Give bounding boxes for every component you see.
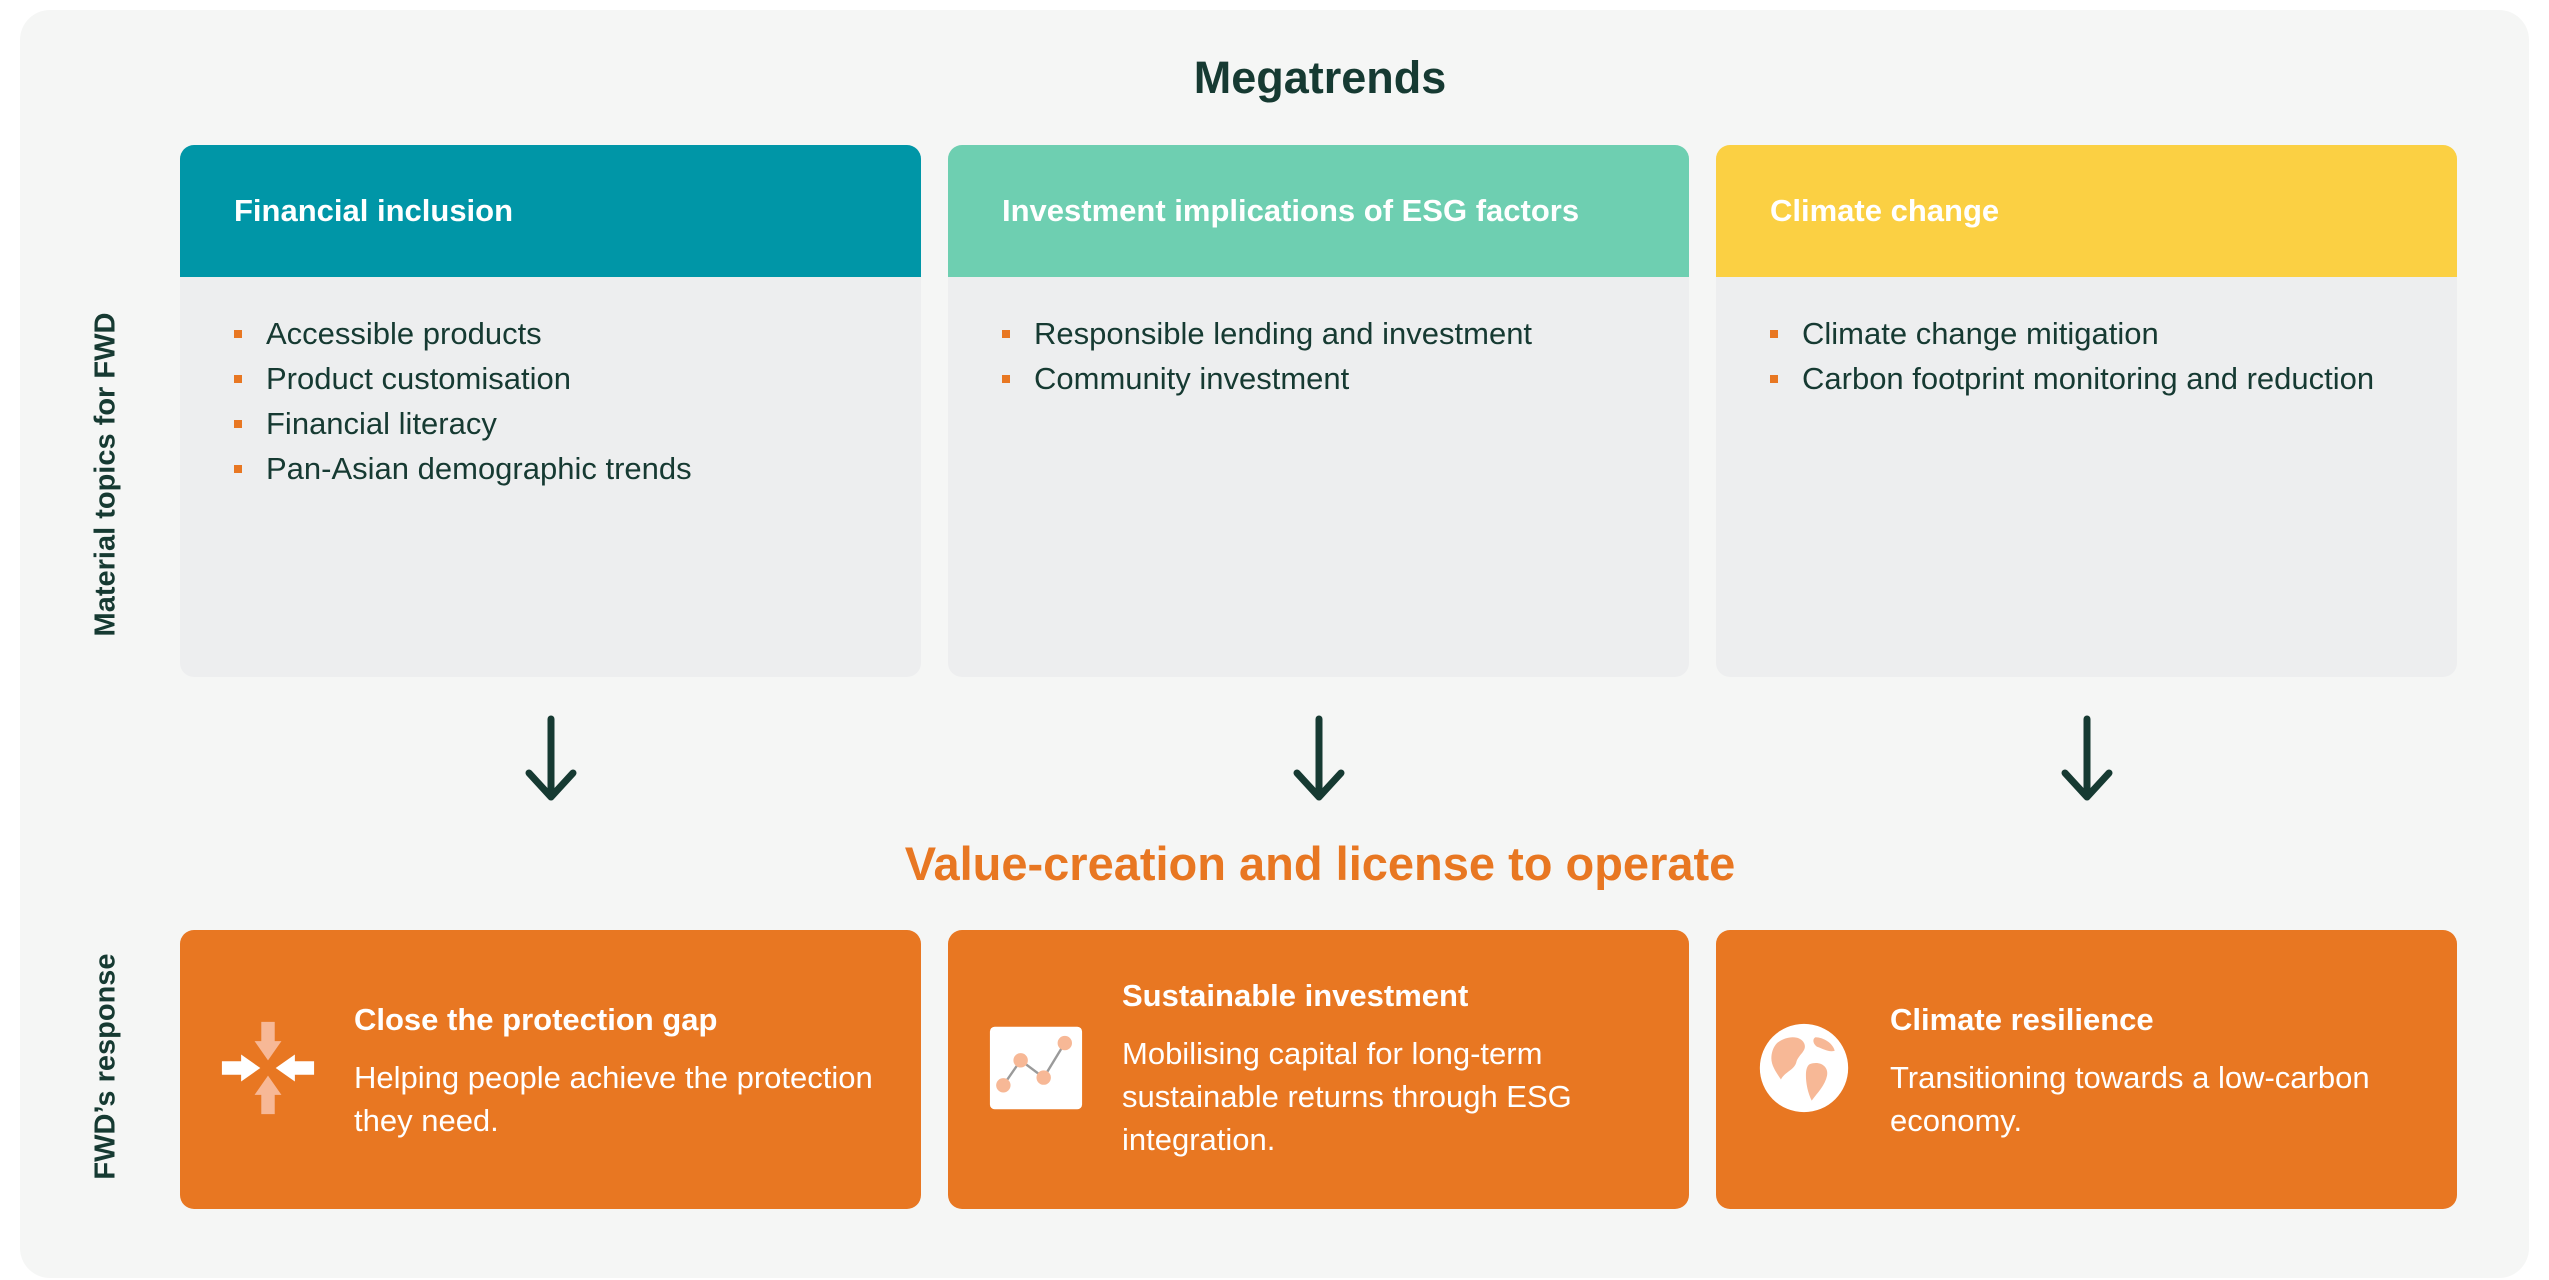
response-card-sustainable-investment: Sustainable investment Mobilising capita… — [948, 930, 1689, 1209]
converging-arrows-icon — [221, 1021, 315, 1115]
bullet-icon — [234, 330, 242, 338]
topic-list: Accessible products Product customisatio… — [180, 277, 921, 486]
megatrend-card-financial-inclusion: Financial inclusion Accessible products … — [180, 145, 921, 677]
megatrend-heading: Investment implications of ESG factors — [948, 145, 1689, 277]
response-title: Climate resilience — [1890, 1002, 2154, 1037]
topic-item: Financial literacy — [234, 407, 881, 441]
topic-item: Climate change mitigation — [1770, 317, 2417, 351]
topic-list: Climate change mitigation Carbon footpri… — [1716, 277, 2457, 396]
bullet-icon — [234, 420, 242, 428]
topic-item: Responsible lending and investment — [1002, 317, 1649, 351]
bullet-icon — [234, 375, 242, 383]
globe-icon — [1759, 1023, 1849, 1113]
line-chart-icon — [989, 1026, 1083, 1110]
topic-item: Community investment — [1002, 362, 1649, 396]
bullet-icon — [234, 465, 242, 473]
megatrend-card-esg-investment: Investment implications of ESG factors R… — [948, 145, 1689, 677]
megatrend-card-climate-change: Climate change Climate change mitigation… — [1716, 145, 2457, 677]
megatrends-title: Megatrends — [1193, 52, 1447, 103]
megatrend-heading: Financial inclusion — [180, 145, 921, 277]
topic-item: Carbon footprint monitoring and reductio… — [1770, 362, 2417, 396]
response-text: Climate resilience Transitioning towards… — [1890, 1002, 2417, 1142]
topic-item: Pan-Asian demographic trends — [234, 452, 881, 486]
topic-item: Product customisation — [234, 362, 881, 396]
bullet-icon — [1770, 375, 1778, 383]
topic-list: Responsible lending and investment Commu… — [948, 277, 1689, 396]
value-creation-title: Value-creation and license to operate — [904, 837, 1736, 890]
response-title: Sustainable investment — [1122, 978, 1469, 1013]
response-title: Close the protection gap — [354, 1002, 718, 1037]
response-text: Sustainable investment Mobilising capita… — [1122, 978, 1649, 1161]
response-body: Transitioning towards a low-carbon econo… — [1890, 1060, 2370, 1138]
material-topics-label: Material topics for FWD — [89, 312, 122, 637]
fwd-response-label: FWD’s response — [89, 953, 122, 1180]
response-body: Helping people achieve the protection th… — [354, 1060, 873, 1138]
bullet-icon — [1002, 330, 1010, 338]
arrow-down-icon — [1293, 715, 1345, 801]
topic-item: Accessible products — [234, 317, 881, 351]
response-card-climate-resilience: Climate resilience Transitioning towards… — [1716, 930, 2457, 1209]
bullet-icon — [1002, 375, 1010, 383]
response-body: Mobilising capital for long-term sustain… — [1122, 1036, 1572, 1157]
response-card-protection-gap: Close the protection gap Helping people … — [180, 930, 921, 1209]
arrow-down-icon — [525, 715, 577, 801]
bullet-icon — [1770, 330, 1778, 338]
response-text: Close the protection gap Helping people … — [354, 1002, 881, 1142]
megatrend-heading: Climate change — [1716, 145, 2457, 277]
arrow-down-icon — [2061, 715, 2113, 801]
